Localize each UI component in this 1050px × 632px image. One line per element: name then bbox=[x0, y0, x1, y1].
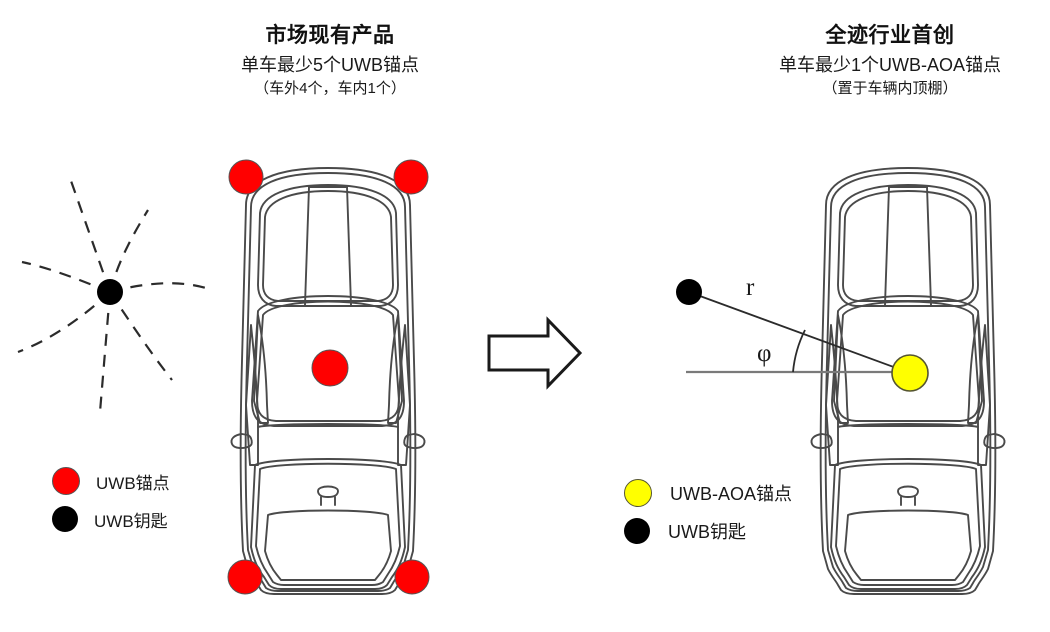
left-panel-subtitle2: （车外4个，车内1个） bbox=[254, 80, 406, 98]
transition-arrow bbox=[487, 316, 583, 390]
left-anchor-group bbox=[227, 159, 430, 595]
legend-label-uwb-key: UWB钥匙 bbox=[94, 511, 168, 531]
left-panel-title: 市场现有产品 bbox=[265, 24, 395, 47]
range-line-r bbox=[688, 291, 911, 374]
red-circle-icon bbox=[52, 467, 80, 495]
left-legend: UWB锚点 UWB钥匙 bbox=[52, 462, 170, 538]
right-car-illustration bbox=[810, 167, 1006, 595]
legend-item-uwb-key: UWB钥匙 bbox=[624, 512, 792, 550]
legend-item-uwb-aoa-anchor: UWB-AOA锚点 bbox=[624, 474, 792, 512]
angle-arc-phi bbox=[792, 329, 806, 373]
legend-item-uwb-anchor: UWB锚点 bbox=[52, 462, 170, 500]
right-panel-title: 全迹行业首创 bbox=[825, 24, 955, 47]
anchor-interior bbox=[311, 349, 349, 387]
right-panel-subtitle2: （置于车辆内顶棚） bbox=[822, 80, 958, 98]
anchor-aoa-roof bbox=[891, 354, 929, 392]
right-panel-subtitle1: 单车最少1个UWB-AOA锚点 bbox=[778, 54, 1001, 75]
anchor-rear-left bbox=[228, 159, 264, 195]
right-legend: UWB-AOA锚点 UWB钥匙 bbox=[624, 474, 792, 550]
left-car-illustration bbox=[230, 167, 426, 595]
legend-label-uwb-anchor: UWB锚点 bbox=[96, 473, 170, 493]
right-panel-title-block: 全迹行业首创 单车最少1个UWB-AOA锚点 （置于车辆内顶棚） bbox=[730, 22, 1050, 99]
anchor-front-right bbox=[394, 559, 430, 595]
aoa-measurement-geometry bbox=[686, 291, 911, 374]
right-uwb-key-dot bbox=[676, 279, 702, 305]
left-panel-title-block: 市场现有产品 单车最少5个UWB锚点 （车外4个，车内1个） bbox=[180, 22, 480, 99]
legend-label-uwb-key: UWB钥匙 bbox=[668, 522, 746, 542]
black-circle-icon bbox=[52, 506, 78, 532]
anchor-rear-right bbox=[393, 159, 429, 195]
legend-item-uwb-key: UWB钥匙 bbox=[52, 500, 170, 538]
anchor-front-left bbox=[227, 559, 263, 595]
left-multipath-rays bbox=[17, 177, 213, 413]
range-label-r: r bbox=[746, 274, 755, 301]
legend-label-uwb-aoa-anchor: UWB-AOA锚点 bbox=[670, 484, 793, 504]
left-panel-subtitle1: 单车最少5个UWB锚点 bbox=[240, 54, 419, 75]
black-circle-icon bbox=[624, 518, 650, 544]
yellow-circle-icon bbox=[624, 479, 652, 507]
left-uwb-key-dot bbox=[97, 279, 123, 305]
angle-label-phi: φ bbox=[757, 340, 772, 367]
